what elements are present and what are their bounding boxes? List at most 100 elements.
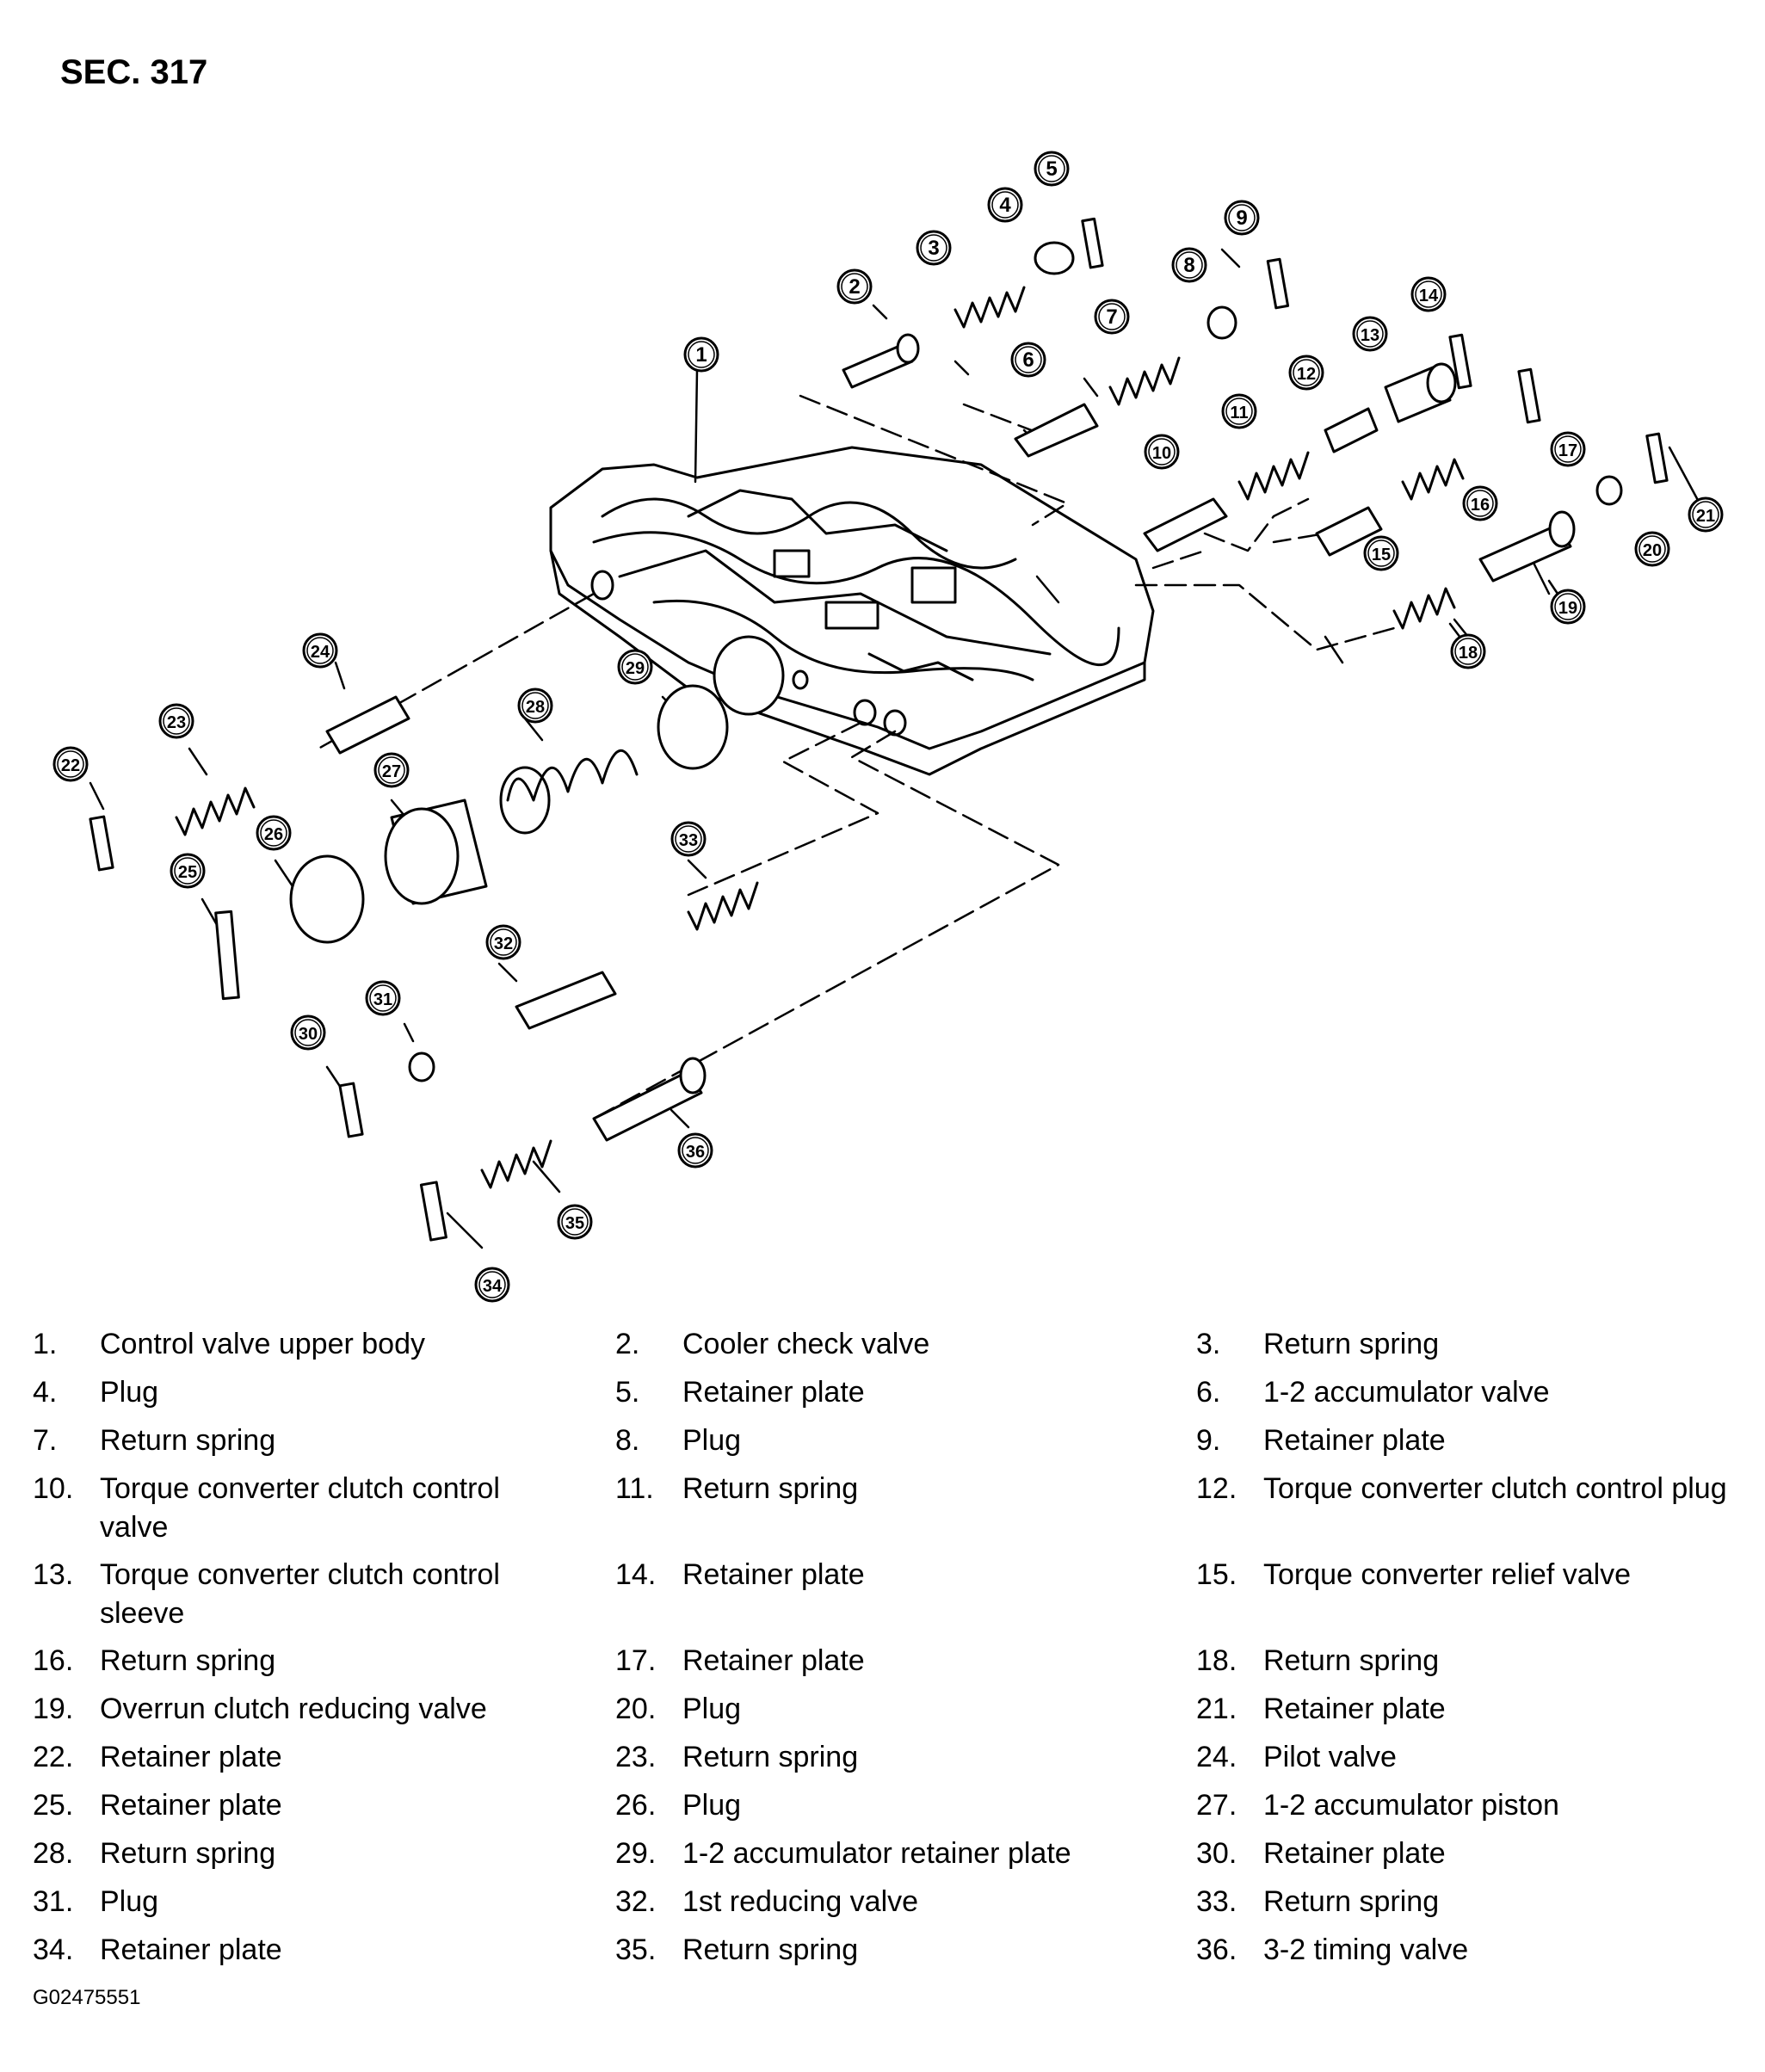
callout-12: 12 [1288,355,1324,391]
callout-26: 26 [256,815,292,851]
callout-number: 19 [1558,599,1577,618]
callout-number: 25 [178,863,197,882]
legend-text: 1-2 accumulator retainer plate [682,1837,1071,1870]
legend-text: 1-2 accumulator valve [1263,1376,1550,1409]
legend-number: 7. [33,1424,58,1457]
callout-number: 32 [494,934,513,953]
legend-number: 15. [1196,1558,1237,1591]
component-parts [89,217,1669,1242]
callout-number: 30 [299,1025,318,1044]
legend-number: 6. [1196,1376,1221,1409]
legend-number: 28. [33,1837,74,1870]
callout-number: 12 [1297,365,1316,384]
legend-number: 11. [615,1472,654,1505]
callout-29: 29 [617,649,653,685]
callout-number: 28 [526,698,545,717]
callout-25: 25 [170,853,206,889]
legend-number: 10. [33,1472,74,1505]
legend-text: Return spring [682,1472,859,1505]
callout-number: 13 [1361,326,1379,345]
legend-text: 3-2 timing valve [1263,1933,1469,1966]
legend-number: 36. [1196,1933,1237,1966]
callout-4: 4 [987,187,1023,223]
callout-number: 26 [264,825,283,844]
legend-text: Retainer plate [100,1741,282,1773]
legend-text: Return spring [1263,1644,1440,1677]
callout-7: 7 [1094,299,1130,335]
legend-text: Retainer plate [1263,1424,1446,1457]
callout-11: 11 [1221,393,1257,429]
callout-number: 4 [999,194,1011,217]
legend-number: 31. [33,1885,74,1918]
callout-number: 24 [311,643,330,662]
callout-number: 20 [1643,541,1662,560]
callout-number: 18 [1459,644,1478,663]
callout-18: 18 [1450,633,1486,669]
callout-number: 15 [1372,546,1391,564]
callout-number: 29 [626,659,645,678]
figure-code: G02475551 [33,1986,141,2009]
callout-32: 32 [485,924,521,960]
callout-number: 36 [686,1143,705,1162]
legend-text: Return spring [100,1837,276,1870]
legend-text: Plug [682,1789,742,1822]
callout-number: 8 [1183,254,1194,277]
legend-text: Plug [100,1885,159,1918]
callout-17: 17 [1550,431,1586,467]
legend-number: 29. [615,1837,657,1870]
legend-number: 32. [615,1885,657,1918]
legend-text: Retainer plate [1263,1693,1446,1725]
callout-number: 10 [1152,444,1171,463]
legend-number: 27. [1196,1789,1237,1822]
legend-number: 8. [615,1424,640,1457]
legend-text: Return spring [1263,1328,1440,1360]
callout-number: 16 [1471,496,1490,515]
callout-19: 19 [1550,589,1586,625]
legend-text: Retainer plate [682,1644,865,1677]
callout-number: 17 [1558,441,1577,460]
callout-number: 31 [373,990,392,1009]
legend-text: 1-2 accumulator piston [1263,1789,1559,1822]
callout-number: 21 [1696,507,1715,526]
callout-number: 22 [61,756,80,775]
legend-text: Return spring [100,1644,276,1677]
legend-number: 17. [615,1644,657,1677]
legend-number: 4. [33,1376,58,1409]
callout-number: 23 [167,713,186,732]
legend-number: 23. [615,1741,657,1773]
legend-text: Pilot valve [1263,1741,1397,1773]
legend-text: Plug [682,1424,742,1457]
legend-number: 2. [615,1328,640,1360]
legend-text: Return spring [1263,1885,1440,1918]
legend-number: 14. [615,1558,657,1591]
legend-text: Cooler check valve [682,1328,930,1360]
callout-33: 33 [670,821,707,857]
callout-23: 23 [158,703,194,739]
callout-5: 5 [1034,151,1070,187]
callout-10: 10 [1144,434,1180,470]
legend-number: 22. [33,1741,74,1773]
callout-number: 2 [849,275,860,299]
legend-text: Torque converter relief valve [1263,1558,1632,1591]
legend-number: 9. [1196,1424,1221,1457]
legend-text: Torque converter clutch control valve [100,1472,500,1544]
legend-number: 25. [33,1789,74,1822]
legend-text: Plug [100,1376,159,1409]
callout-6: 6 [1010,342,1046,378]
legend-number: 5. [615,1376,640,1409]
callout-13: 13 [1352,316,1388,352]
callout-28: 28 [517,688,553,724]
callout-number: 34 [483,1277,503,1296]
callout-number: 3 [928,237,939,260]
legend-text: Return spring [100,1424,276,1457]
callout-24: 24 [302,632,338,669]
legend-number: 19. [33,1693,74,1725]
callout-9: 9 [1224,200,1260,236]
callout-number: 14 [1419,287,1439,305]
legend-number: 21. [1196,1693,1237,1725]
legend-number: 34. [33,1933,74,1966]
callout-22: 22 [52,746,89,782]
legend-number: 24. [1196,1741,1237,1773]
callout-1: 1 [683,336,719,373]
